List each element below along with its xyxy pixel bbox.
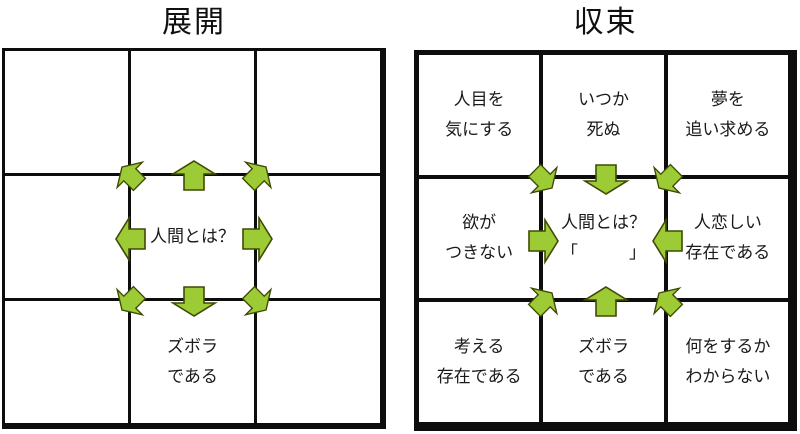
cell-text: 人間とは？ — [150, 227, 235, 246]
grid-cell: 人恋しい存在である — [667, 178, 792, 303]
convergence-grid: 人目を気にする いつか死ぬ 夢を追い求める 欲がつきない 人間とは？ 「 」 人恋… — [414, 50, 797, 431]
cell-text: 「 」 — [560, 243, 646, 263]
cell-text: 存在である — [436, 367, 522, 387]
cell-text: 人間とは？ — [560, 213, 646, 233]
cell-text: ズボラ — [167, 337, 218, 356]
cell-text: である — [578, 367, 629, 387]
cell-text: 気にする — [445, 119, 514, 139]
cell-text: 人目を — [453, 89, 505, 109]
grid-cell — [257, 301, 383, 426]
cell-text: である — [167, 367, 218, 386]
grid-cell: ズボラである — [543, 302, 668, 426]
cell-text: 追い求める — [685, 119, 771, 139]
cell-text: 夢を — [710, 89, 745, 109]
grid-cell: ズボラである — [131, 301, 257, 426]
grid-cell: 夢を追い求める — [667, 55, 792, 179]
grid-cell: 人目を気にする — [419, 55, 544, 179]
grid-cell — [5, 176, 131, 301]
cell-text: 死ぬ — [586, 119, 621, 139]
grid-cell — [5, 51, 131, 176]
grid-center-cell: 人間とは？ — [131, 176, 257, 301]
grid-cell — [131, 51, 257, 176]
left-panel-title: 展開 — [162, 6, 226, 39]
divergence-grid: 人間とは？ ズボラである — [2, 48, 386, 429]
cell-text: 人恋しい — [693, 213, 762, 233]
grid-center-cell: 人間とは？ 「 」 — [543, 178, 668, 303]
cell-text: つきない — [445, 243, 514, 263]
cell-text: ズボラ — [577, 337, 629, 357]
cell-text: わからない — [685, 367, 771, 387]
cell-text: いつか — [577, 89, 629, 109]
grid-cell: いつか死ぬ — [543, 55, 668, 179]
grid-cell: 何をするかわからない — [667, 302, 792, 426]
cell-text: 欲が — [462, 213, 497, 233]
grid-cell — [257, 176, 383, 301]
grid-cell — [5, 301, 131, 426]
cell-text: 何をするか — [685, 337, 771, 357]
right-panel-title: 収束 — [573, 6, 638, 39]
cell-text: 考える — [453, 337, 505, 357]
grid-cell: 欲がつきない — [419, 178, 544, 303]
grid-cell: 考える存在である — [419, 302, 544, 426]
grid-cell — [257, 51, 383, 176]
cell-text: 存在である — [685, 243, 771, 263]
